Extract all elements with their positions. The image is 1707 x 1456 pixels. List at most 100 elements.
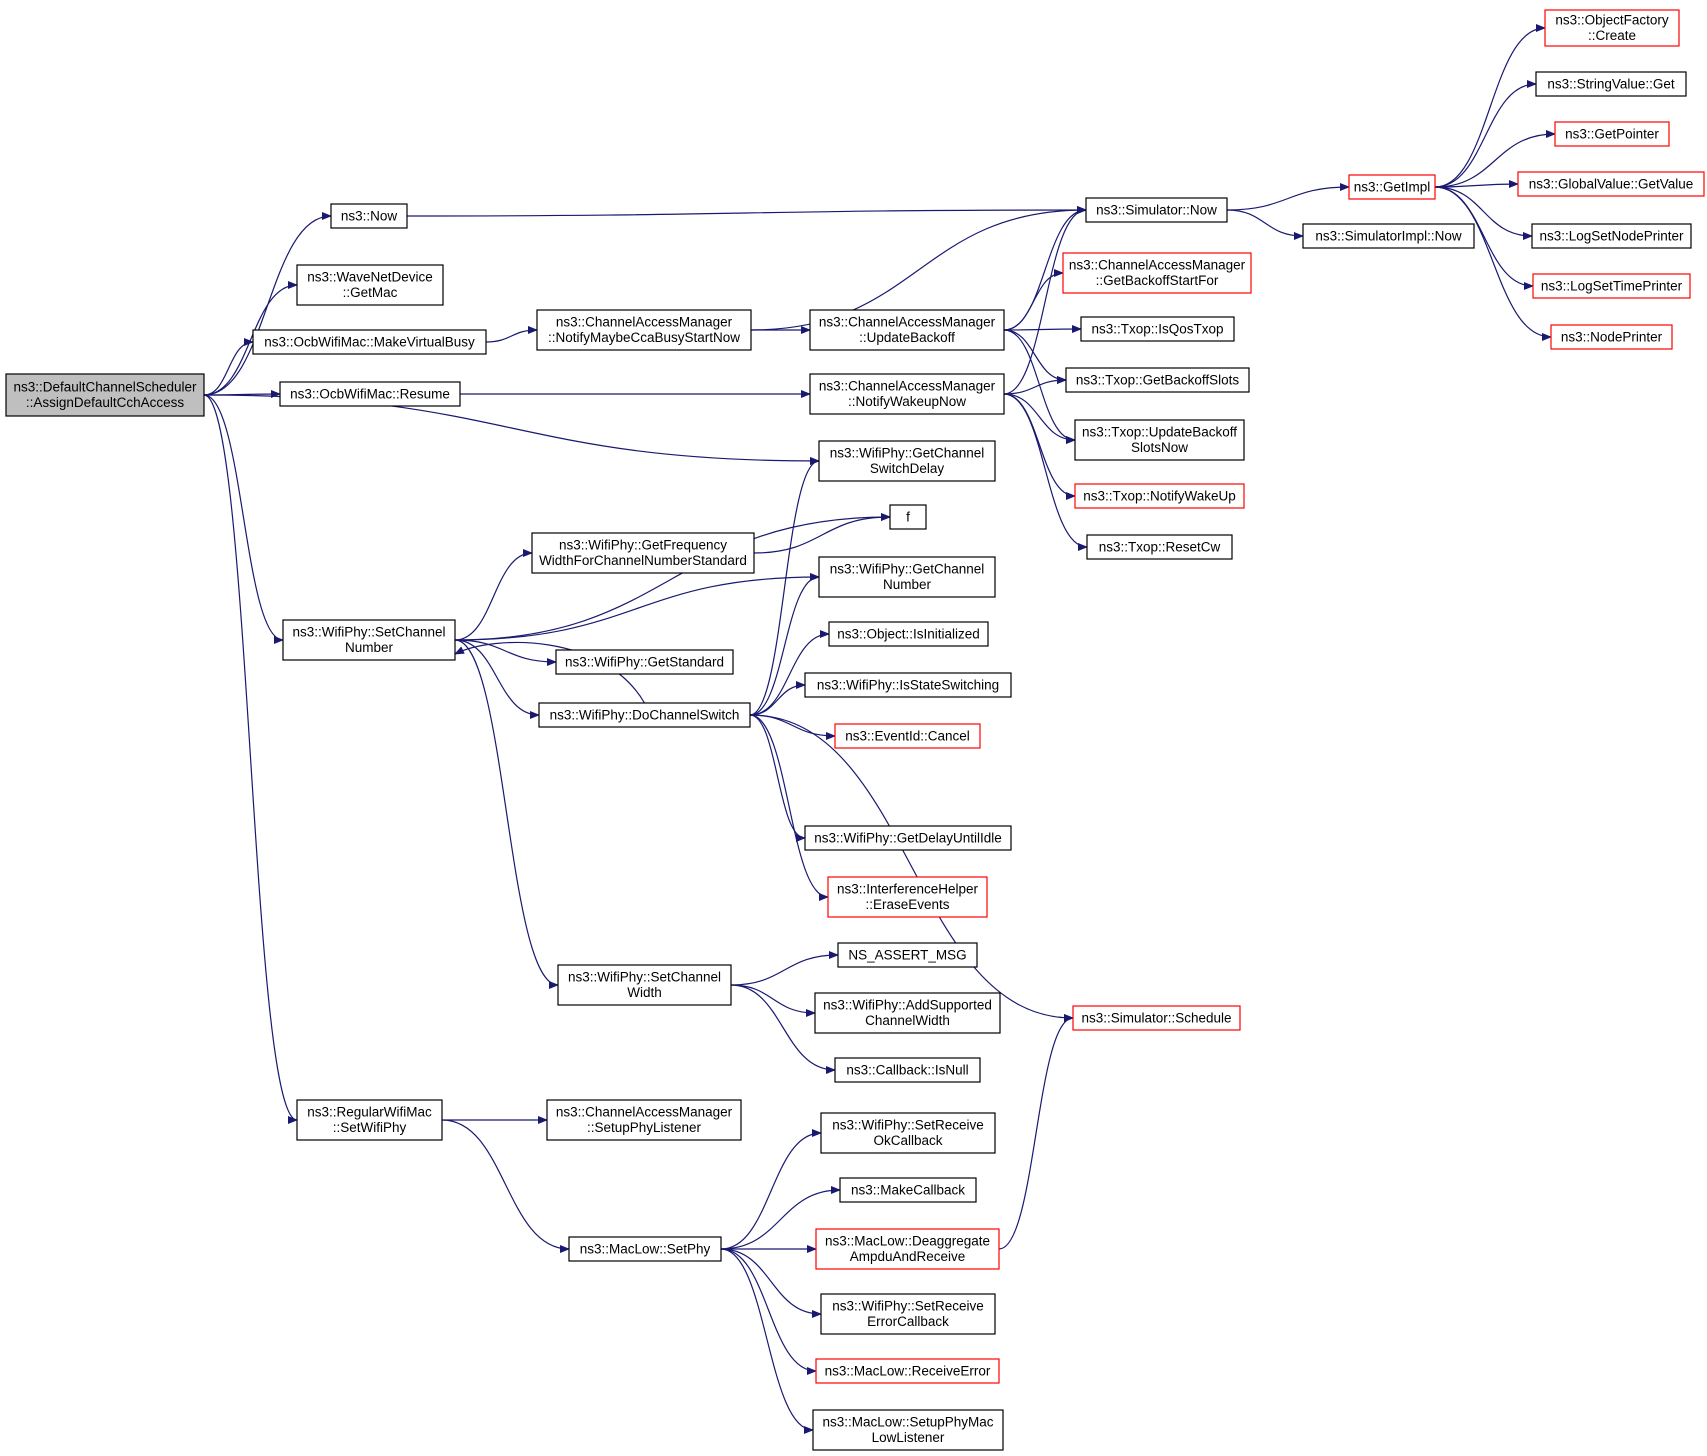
node-nsassert[interactable]: NS_ASSERT_MSG <box>837 942 978 968</box>
node-cancel[interactable]: ns3::EventId::Cancel <box>834 723 981 749</box>
node-label-getchsd-0: ns3::WifiPhy::GetChannel <box>830 446 985 461</box>
node-getimpl[interactable]: ns3::GetImpl <box>1348 174 1436 200</box>
node-recverr[interactable]: ns3::MacLow::ReceiveError <box>815 1358 1000 1384</box>
edge-updbo-to-getbsf <box>1003 269 1064 331</box>
node-logsnp[interactable]: ns3::LogSetNodePrinter <box>1531 223 1692 249</box>
node-box-erase <box>827 876 988 918</box>
node-label-setrerr-0: ns3::WifiPhy::SetReceive <box>832 1299 984 1314</box>
node-label-setrok-1: OkCallback <box>873 1133 942 1148</box>
node-box-nodeprinter <box>1550 324 1673 350</box>
node-box-gvget <box>1517 171 1705 197</box>
node-label-nmcca-1: ::NotifyMaybeCcaBusyStartNow <box>548 330 740 345</box>
node-label-getptr-0: ns3::GetPointer <box>1565 126 1659 141</box>
edge-dochsw-to-setchnum <box>454 641 646 704</box>
node-box-getchsd <box>818 440 996 482</box>
node-resetcw[interactable]: ns3::Txop::ResetCw <box>1086 534 1233 560</box>
node-notifywu[interactable]: ns3::Txop::NotifyWakeUp <box>1074 483 1245 509</box>
node-getbsf[interactable]: ns3::ChannelAccessManager::GetBackoffSta… <box>1062 252 1252 294</box>
call-nodes: ns3::DefaultChannelScheduler::AssignDefa… <box>5 9 1705 1451</box>
node-label-schedule-0: ns3::Simulator::Schedule <box>1081 1010 1231 1025</box>
edge-nwn-to-notifywu <box>1003 393 1076 500</box>
node-updbo[interactable]: ns3::ChannelAccessManager::UpdateBackoff <box>809 309 1005 351</box>
node-erase[interactable]: ns3::InterferenceHelper::EraseEvents <box>827 876 988 918</box>
node-label-getstd-0: ns3::WifiPhy::GetStandard <box>565 654 724 669</box>
node-box-recverr <box>815 1358 1000 1384</box>
node-label-getchn-1: Number <box>883 577 932 592</box>
node-label-resetcw-0: ns3::Txop::ResetCw <box>1099 539 1221 554</box>
node-setupphyl[interactable]: ns3::ChannelAccessManager::SetupPhyListe… <box>546 1099 742 1141</box>
node-label-setwifiphy-0: ns3::RegularWifiMac <box>307 1105 432 1120</box>
node-logstp[interactable]: ns3::LogSetTimePrinter <box>1532 273 1691 299</box>
node-label-ofcreate-1: ::Create <box>1588 28 1636 43</box>
node-box-mvb <box>252 329 487 355</box>
node-isss[interactable]: ns3::WifiPhy::IsStateSwitching <box>804 672 1012 698</box>
edge-getimpl-to-ofcreate <box>1434 24 1546 188</box>
node-isqos[interactable]: ns3::Txop::IsQosTxop <box>1080 316 1235 342</box>
node-box-getimpl <box>1348 174 1436 200</box>
edge-dochsw-to-isinit <box>749 630 830 716</box>
node-nmcca[interactable]: ns3::ChannelAccessManager::NotifyMaybeCc… <box>536 309 752 351</box>
edge-setphy-to-recverr <box>720 1248 817 1375</box>
node-box-getptr <box>1554 121 1670 147</box>
node-label-updbo-0: ns3::ChannelAccessManager <box>819 315 996 330</box>
node-label-recverr-0: ns3::MacLow::ReceiveError <box>825 1363 991 1378</box>
node-simimplnow[interactable]: ns3::SimulatorImpl::Now <box>1302 223 1475 249</box>
node-root[interactable]: ns3::DefaultChannelScheduler::AssignDefa… <box>5 373 205 417</box>
node-nwn[interactable]: ns3::ChannelAccessManager::NotifyWakeupN… <box>809 373 1005 415</box>
node-isinit[interactable]: ns3::Object::IsInitialized <box>828 621 989 647</box>
node-label-isqos-0: ns3::Txop::IsQosTxop <box>1091 321 1223 336</box>
edge-setchw-to-addsup <box>730 984 816 1017</box>
node-getbos[interactable]: ns3::Txop::GetBackoffSlots <box>1065 367 1250 393</box>
node-now[interactable]: ns3::Now <box>330 203 408 229</box>
node-svget[interactable]: ns3::StringValue::Get <box>1535 71 1687 97</box>
node-getfreq[interactable]: ns3::WifiPhy::GetFrequencyWidthForChanne… <box>531 532 755 574</box>
node-simnow[interactable]: ns3::Simulator::Now <box>1085 197 1228 223</box>
node-getstd[interactable]: ns3::WifiPhy::GetStandard <box>555 649 734 675</box>
node-schedule[interactable]: ns3::Simulator::Schedule <box>1072 1005 1241 1031</box>
node-getdui[interactable]: ns3::WifiPhy::GetDelayUntilIdle <box>804 825 1012 851</box>
node-f[interactable]: f <box>889 504 927 530</box>
node-box-root <box>5 373 205 417</box>
node-mvb[interactable]: ns3::OcbWifiMac::MakeVirtualBusy <box>252 329 487 355</box>
node-setphy[interactable]: ns3::MacLow::SetPhy <box>568 1236 722 1262</box>
node-label-updbo-1: ::UpdateBackoff <box>859 330 955 345</box>
edge-setphy-to-setupphymac <box>720 1248 814 1434</box>
node-label-getfreq-1: WidthForChannelNumberStandard <box>539 553 747 568</box>
node-box-isinit <box>828 621 989 647</box>
node-dochsw[interactable]: ns3::WifiPhy::DoChannelSwitch <box>538 702 751 728</box>
node-label-isinit-0: ns3::Object::IsInitialized <box>837 626 980 641</box>
node-label-notifywu-0: ns3::Txop::NotifyWakeUp <box>1083 488 1236 503</box>
edge-setphy-to-setrok <box>720 1129 822 1250</box>
edge-setchnum-to-getfreq <box>454 549 533 641</box>
node-gvget[interactable]: ns3::GlobalValue::GetValue <box>1517 171 1705 197</box>
node-label-deagg-1: AmpduAndReceive <box>850 1249 966 1264</box>
node-nodeprinter[interactable]: ns3::NodePrinter <box>1550 324 1673 350</box>
node-box-getchn <box>818 556 996 598</box>
node-ofcreate[interactable]: ns3::ObjectFactory::Create <box>1544 9 1680 47</box>
node-getptr[interactable]: ns3::GetPointer <box>1554 121 1670 147</box>
node-makecb[interactable]: ns3::MakeCallback <box>839 1177 977 1203</box>
node-box-setphy <box>568 1236 722 1262</box>
node-isnull[interactable]: ns3::Callback::IsNull <box>834 1057 981 1083</box>
edge-setchnum-to-getchn <box>454 573 820 641</box>
node-box-setupphymac <box>812 1409 1004 1451</box>
node-box-addsup <box>814 992 1001 1034</box>
node-label-simnow-0: ns3::Simulator::Now <box>1096 202 1217 217</box>
node-setwifiphy[interactable]: ns3::RegularWifiMac::SetWifiPhy <box>296 1099 443 1141</box>
node-resume[interactable]: ns3::OcbWifiMac::Resume <box>279 381 461 407</box>
node-label-getimpl-0: ns3::GetImpl <box>1354 179 1431 194</box>
node-label-logstp-0: ns3::LogSetTimePrinter <box>1541 278 1683 293</box>
node-label-getmac-0: ns3::WaveNetDevice <box>307 270 433 285</box>
node-label-root-1: ::AssignDefaultCchAccess <box>26 395 185 410</box>
node-getmac[interactable]: ns3::WaveNetDevice::GetMac <box>296 264 444 306</box>
